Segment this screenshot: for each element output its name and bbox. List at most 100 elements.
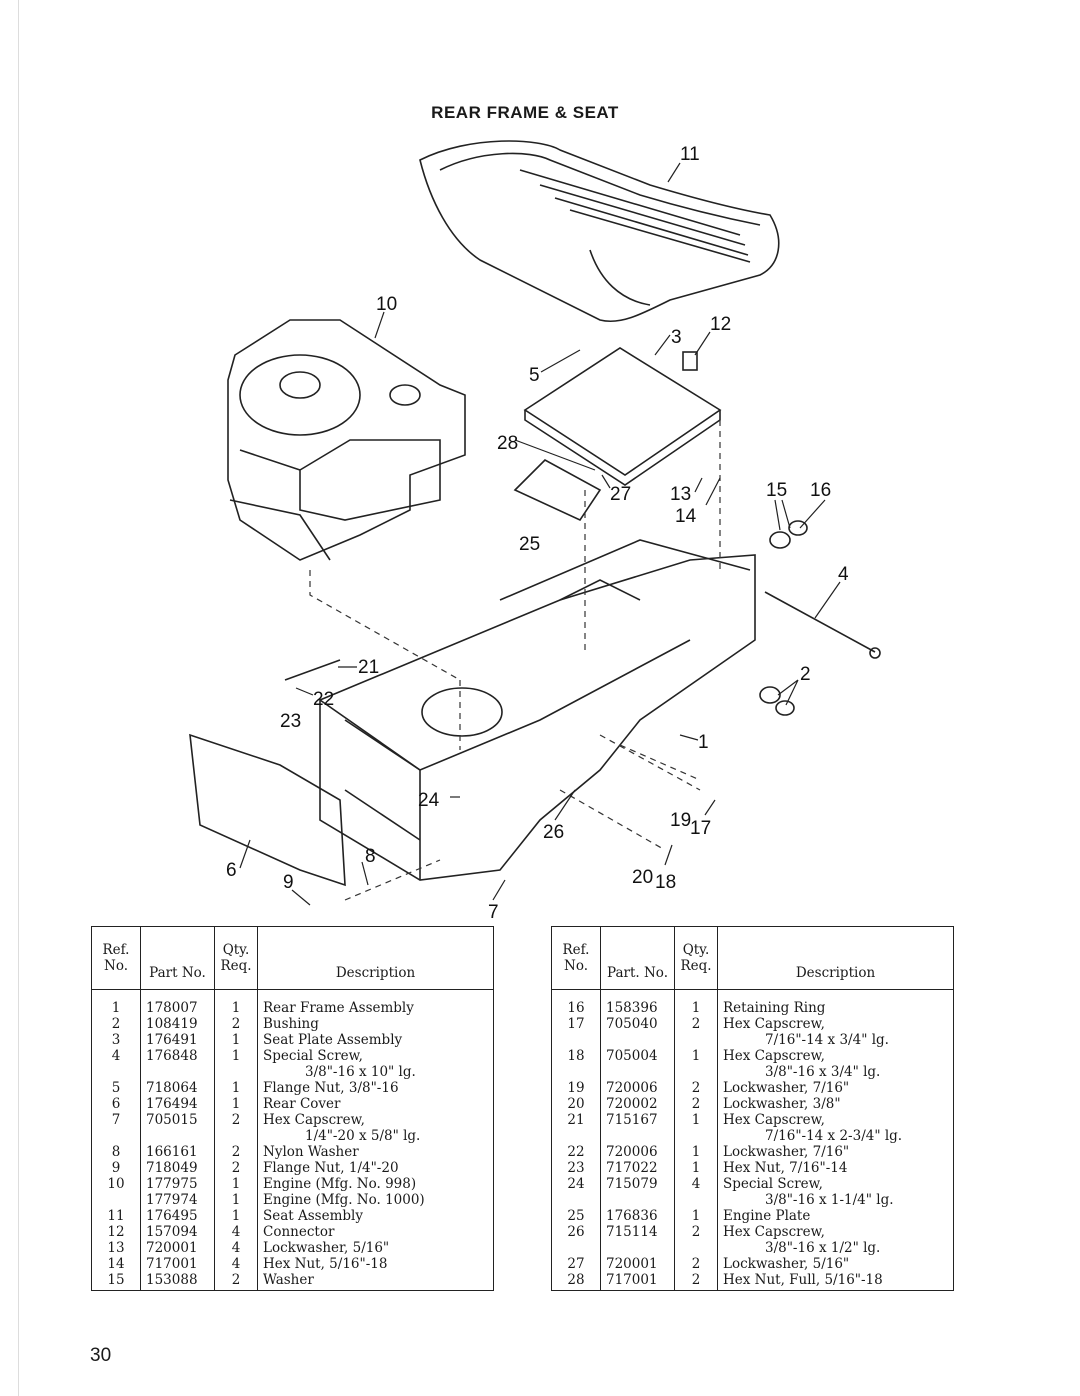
callout-25: 25 (519, 534, 540, 555)
description-text: Retaining Ring (723, 1000, 826, 1016)
description-text: Flange Nut, 1/4"-20 (263, 1160, 399, 1176)
callout-5: 5 (529, 365, 540, 386)
ref-cell: 5 (91, 1080, 141, 1096)
ref-cell: 6 (91, 1096, 141, 1112)
qty-cell: 1 (214, 989, 258, 1016)
description-text: Washer (263, 1272, 314, 1288)
description-text: Flange Nut, 3/8"-16 (263, 1080, 399, 1096)
ref-cell: 21 (551, 1112, 601, 1144)
description-continuation: 1/4"-20 x 5/8" lg. (305, 1128, 421, 1144)
ref-cell (91, 1192, 141, 1208)
special-screw-drawing (764, 591, 876, 653)
ref-cell: 16 (551, 989, 601, 1016)
page-title: REAR FRAME & SEAT (431, 103, 619, 122)
description-text: Lockwasher, 5/16" (263, 1240, 390, 1256)
description-cell: Seat Assembly (257, 1208, 494, 1224)
ref-cell: 4 (91, 1048, 141, 1080)
qty-cell: 4 (674, 1176, 718, 1208)
qty-cell: 2 (214, 1144, 258, 1160)
description-cell: Hex Capscrew,7/16"-14 x 3/4" lg. (717, 1016, 954, 1048)
qty-cell: 4 (214, 1240, 258, 1256)
description-cell: Special Screw,3/8"-16 x 1-1/4" lg. (717, 1176, 954, 1208)
ref-cell: 20 (551, 1096, 601, 1112)
part-no-cell: 176848 (140, 1048, 215, 1080)
description-text: Lockwasher, 7/16" (723, 1080, 850, 1096)
part-no-cell: 178007 (140, 989, 215, 1016)
description-cell: Engine (Mfg. No. 998) (257, 1176, 494, 1192)
description-continuation: 3/8"-16 x 1-1/4" lg. (765, 1192, 894, 1208)
qty-cell: 2 (214, 1272, 258, 1291)
description-text: Special Screw, (723, 1176, 823, 1192)
parts-table-left: Ref. No. Part No. Qty. Req. Description … (91, 926, 494, 1291)
description-text: Rear Frame Assembly (263, 1000, 414, 1016)
qty-cell: 4 (214, 1256, 258, 1272)
callout-16: 16 (810, 480, 831, 501)
description-text: Bushing (263, 1016, 319, 1032)
header-ref: Ref. No. (551, 926, 601, 990)
ref-cell: 12 (91, 1224, 141, 1240)
callout-20: 20 (632, 867, 653, 888)
part-no-cell: 715079 (600, 1176, 675, 1208)
description-text: Connector (263, 1224, 335, 1240)
qty-cell: 1 (674, 1160, 718, 1176)
description-text: Special Screw, (263, 1048, 363, 1064)
qty-cell: 2 (674, 1224, 718, 1256)
qty-cell: 2 (214, 1160, 258, 1176)
description-text: Hex Capscrew, (723, 1224, 825, 1240)
qty-cell: 1 (674, 1048, 718, 1080)
description-cell: Hex Capscrew,7/16"-14 x 2-3/4" lg. (717, 1112, 954, 1144)
qty-cell: 1 (214, 1032, 258, 1048)
qty-cell: 1 (674, 1112, 718, 1144)
description-cell: Special Screw,3/8"-16 x 10" lg. (257, 1048, 494, 1080)
header-description: Description (257, 926, 494, 990)
part-no-cell: 717001 (600, 1272, 675, 1291)
exploded-view-diagram: 11 10 12 3 5 28 27 13 14 15 16 25 4 21 2… (189, 140, 881, 923)
description-text: Hex Capscrew, (723, 1016, 825, 1032)
rear-cover-drawing (189, 733, 346, 887)
part-no-cell: 108419 (140, 1016, 215, 1032)
description-text: Seat Plate Assembly (263, 1032, 403, 1048)
qty-cell: 2 (674, 1096, 718, 1112)
part-no-cell: 177975 (140, 1176, 215, 1192)
callout-15: 15 (766, 480, 787, 501)
rear-frame-drawing (319, 539, 756, 881)
header-ref: Ref. No. (91, 926, 141, 990)
ref-cell: 26 (551, 1224, 601, 1256)
callout-10: 10 (376, 294, 397, 315)
callout-18: 18 (655, 872, 676, 893)
ref-cell: 18 (551, 1048, 601, 1080)
page-margin-line (18, 0, 19, 1396)
qty-cell: 1 (214, 1176, 258, 1192)
description-cell: Lockwasher, 7/16" (717, 1080, 954, 1096)
description-text: Lockwasher, 3/8" (723, 1096, 841, 1112)
qty-cell: 1 (214, 1192, 258, 1208)
ref-cell: 15 (91, 1272, 141, 1291)
ref-cell: 19 (551, 1080, 601, 1096)
part-no-cell: 153088 (140, 1272, 215, 1291)
description-text: Rear Cover (263, 1096, 341, 1112)
description-continuation: 3/8"-16 x 1/2" lg. (765, 1240, 881, 1256)
part-no-cell: 720001 (140, 1240, 215, 1256)
description-cell: Lockwasher, 7/16" (717, 1144, 954, 1160)
description-text: Hex Capscrew, (723, 1048, 825, 1064)
callout-28: 28 (497, 433, 518, 454)
part-no-cell: 176836 (600, 1208, 675, 1224)
qty-cell: 1 (674, 989, 718, 1016)
part-no-cell: 705004 (600, 1048, 675, 1080)
ref-cell: 17 (551, 1016, 601, 1048)
description-cell: Hex Nut, 7/16"-14 (717, 1160, 954, 1176)
description-cell: Flange Nut, 1/4"-20 (257, 1160, 494, 1176)
description-text: Seat Assembly (263, 1208, 363, 1224)
